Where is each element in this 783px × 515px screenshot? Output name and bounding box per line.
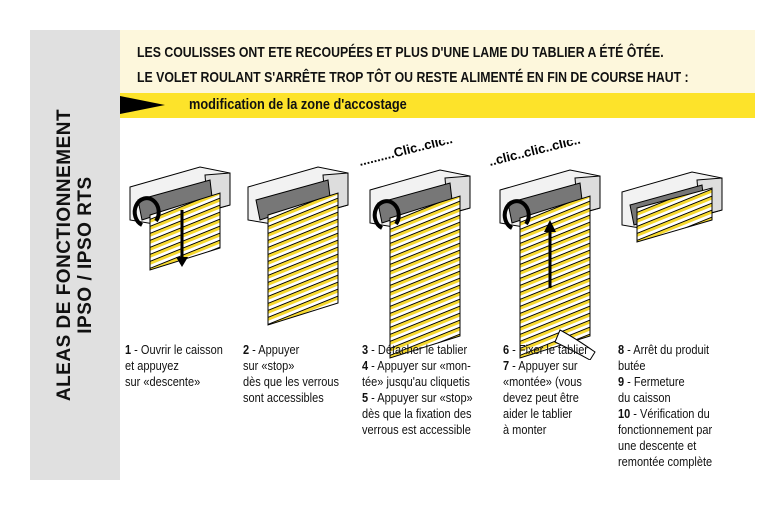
step-column-4: 6 - Fixer le tablier 7 - Appuyer sur «mont… (503, 342, 588, 438)
step-4-line: tée» jusqu'au cliquetis (362, 375, 470, 389)
step-9-line: du caisson (618, 391, 671, 405)
step-2-line: sur «stop» (243, 359, 295, 373)
step-2-line: 2 - Appuyer (243, 343, 300, 357)
header-line1: LES COULISSES ONT ETE RECOUPÉES ET PLUS … (137, 44, 664, 61)
arrow-up-icon (544, 220, 556, 232)
step-5-line: dès que la fixation des (362, 407, 472, 421)
step-number: 2 (243, 343, 250, 357)
sidebar-title: ALEAS DE FONCTIONNEMENT IPSO / IPSO RTS (54, 109, 96, 401)
shutter-illustration-1 (129, 166, 231, 271)
subtitle-band: modification de la zone d'accostage (120, 93, 755, 118)
step-number: 10 (618, 407, 631, 421)
step-column-3: 3 - Détacher le tablier 4 - Appuyer sur «… (362, 342, 473, 438)
step-number: 1 (125, 343, 132, 357)
click-sound-label: ..........Clic..clic.. (360, 140, 454, 169)
step-5-line: verrous est accessible (362, 423, 471, 437)
arrow-down-icon (176, 257, 188, 267)
step-column-1: 1 - Ouvrir le caisson et appuyez sur «desc… (125, 342, 223, 390)
shutter-slats (519, 195, 591, 359)
step-7-line: 7 - Appuyer sur (503, 359, 578, 373)
step-3-line: 3 - Détacher le tablier (362, 343, 468, 357)
step-column-2: 2 - Appuyer sur «stop» dès que les verrous… (243, 342, 339, 406)
step-10-line: remontée complète (618, 455, 713, 469)
shutter-illustration-5 (621, 171, 723, 243)
step-7-line: «montée» (vous (503, 375, 582, 389)
header-line2: LE VOLET ROULANT S'ARRÊTE TROP TÔT OU RE… (137, 69, 689, 86)
shutter-illustration-3: ..........Clic..clic.. (360, 140, 471, 359)
step-number: 5 (362, 391, 369, 405)
step-4-line: 4 - Appuyer sur «mon- (362, 359, 471, 373)
step-8-line: butée (618, 359, 646, 373)
shutter-slats (389, 195, 461, 359)
step-2-line: sont accessibles (243, 391, 324, 405)
click-sound-label: ..clic..clic..clic.. (490, 140, 582, 169)
step-1-line: et appuyez (125, 359, 179, 373)
step-number: 9 (618, 375, 625, 389)
shutter-illustration-4: ..clic..clic..clic.. (490, 140, 601, 360)
step-10-line: une descente et (618, 439, 697, 453)
rotate-arrow-icon (502, 199, 531, 230)
step-number: 4 (362, 359, 369, 373)
step-column-5: 8 - Arrêt du produit butée 9 - Fermeture du… (618, 342, 712, 470)
shutter-slats (149, 192, 221, 271)
step-7-line: à monter (503, 423, 547, 437)
step-number: 8 (618, 343, 625, 357)
shutter-slats (636, 187, 713, 243)
step-number: 7 (503, 359, 510, 373)
step-2-line: dès que les verrous (243, 375, 340, 389)
step-1-line: 1 - Ouvrir le caisson (125, 343, 223, 357)
sidebar-title-line2: IPSO / IPSO RTS (75, 176, 96, 334)
shutter-slats (267, 192, 339, 326)
step-6-line: 6 - Fixer le tablier (503, 343, 588, 357)
step-8-line: 8 - Arrêt du produit (618, 343, 710, 357)
step-7-line: devez peut être (503, 391, 579, 405)
step-9-line: 9 - Fermeture (618, 375, 685, 389)
sidebar (30, 30, 120, 480)
step-5-line: 5 - Appuyer sur «stop» (362, 391, 473, 405)
hand-icon (554, 329, 596, 360)
step-7-line: aider le tablier (503, 407, 573, 421)
subtitle: modification de la zone d'accostage (189, 96, 407, 113)
shutter-illustration-2 (247, 166, 349, 326)
step-number: 3 (362, 343, 369, 357)
arrow-icon (120, 96, 165, 114)
sidebar-title-line1: ALEAS DE FONCTIONNEMENT (54, 108, 75, 402)
header: LES COULISSES ONT ETE RECOUPÉES ET PLUS … (120, 30, 755, 93)
step-10-line: fonctionnement par (618, 423, 713, 437)
step-1-line: sur «descente» (125, 375, 201, 389)
rotate-arrow-icon (132, 196, 161, 227)
step-number: 6 (503, 343, 510, 357)
rotate-arrow-icon (372, 199, 401, 230)
step-10-line: 10 - Vérification du (618, 407, 710, 421)
